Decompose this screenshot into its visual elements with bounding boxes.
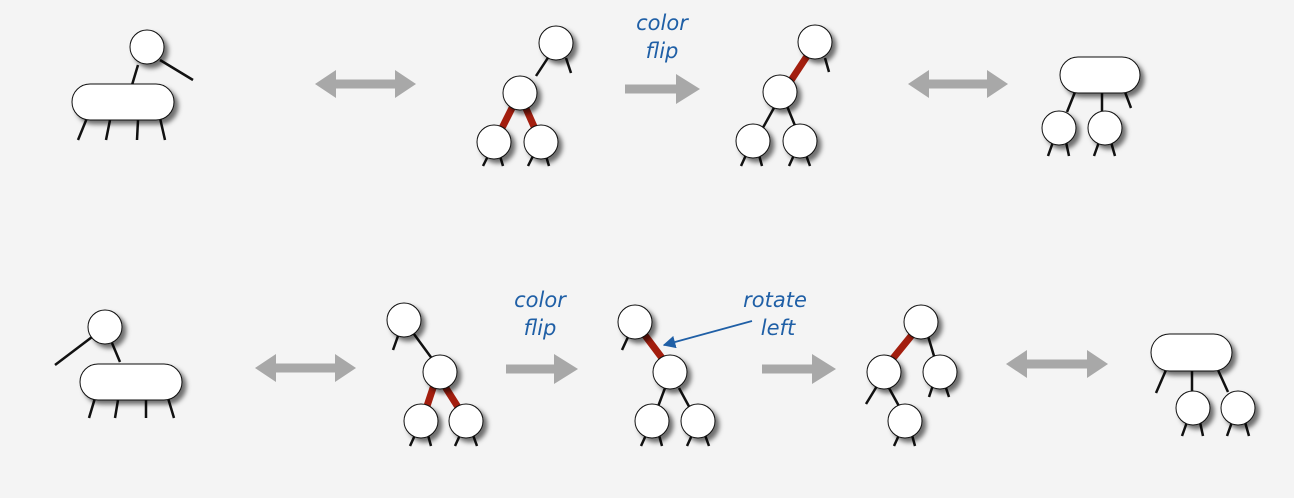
rotate-left-label-line2: left xyxy=(761,316,796,340)
double-arrow-2 xyxy=(908,70,1008,98)
single-arrow-1 xyxy=(625,74,700,104)
color-flip-label-2-line1: color xyxy=(514,288,567,312)
row1-panel-after-flip xyxy=(735,24,833,167)
row1-panel-red-children xyxy=(476,25,574,167)
row2-panel-red-children xyxy=(386,302,484,447)
rotate-left-pointer-arrow xyxy=(662,320,753,349)
row1-panel-2-3-node xyxy=(71,29,194,141)
row2-panel-after-rotate xyxy=(864,304,958,447)
color-flip-label-1-line2: flip xyxy=(646,39,679,63)
single-arrow-3 xyxy=(762,354,836,384)
row1-panel-3-node xyxy=(1041,56,1141,157)
double-arrow-4 xyxy=(1006,350,1108,378)
color-flip-label-1-line1: color xyxy=(636,11,689,35)
single-arrow-2 xyxy=(506,354,578,384)
row2-panel-3-node xyxy=(1150,333,1256,437)
color-flip-label-2-line2: flip xyxy=(524,316,557,340)
row2-panel-2-3-node xyxy=(54,309,183,419)
double-arrow-1 xyxy=(315,70,416,98)
row2-panel-after-flip xyxy=(617,304,716,447)
double-arrow-3 xyxy=(255,354,356,382)
rotate-left-label-line1: rotate xyxy=(743,288,807,312)
